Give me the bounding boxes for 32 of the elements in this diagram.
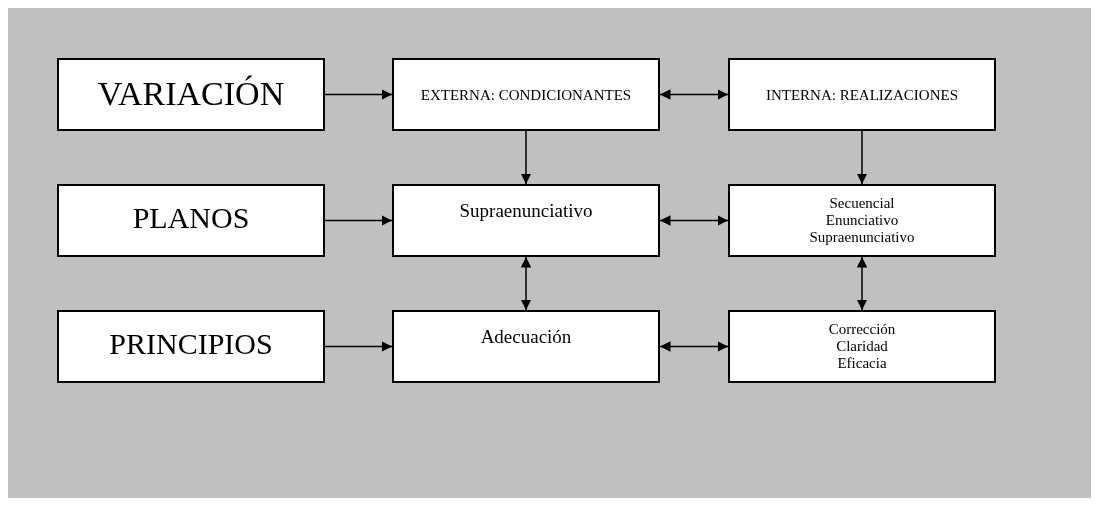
text-box	[57, 58, 325, 131]
box-label: Supraenunciativo	[459, 200, 593, 223]
arrow	[520, 130, 532, 185]
arrow	[520, 256, 532, 311]
box-label: PRINCIPIOS	[109, 326, 273, 362]
box-label: Secuencial	[829, 194, 895, 212]
text-box	[392, 184, 660, 257]
text-box	[57, 184, 325, 257]
box-label: Claridad	[836, 337, 888, 356]
box-label: PLANOS	[132, 200, 250, 236]
arrow	[324, 341, 393, 352]
arrow	[324, 89, 393, 100]
box-label: Eficacia	[837, 355, 887, 373]
box-label: Enunciativo	[825, 211, 899, 230]
arrow	[659, 341, 729, 352]
box-label: EXTERNA: CONDICIONANTES	[420, 85, 632, 105]
text-box	[728, 184, 996, 257]
text-box	[728, 58, 996, 131]
arrow	[659, 215, 729, 226]
text-box	[392, 310, 660, 383]
box-label: Supraenunciativo	[809, 229, 915, 247]
arrow	[324, 215, 393, 226]
arrow	[659, 89, 729, 100]
box-label: VARIACIÓN	[97, 74, 285, 115]
arrow	[856, 130, 868, 185]
text-box	[57, 310, 325, 383]
text-box	[728, 310, 996, 383]
text-box	[392, 58, 660, 131]
box-label: INTERNA: REALIZACIONES	[765, 85, 959, 105]
box-label: Corrección	[828, 320, 896, 338]
arrow	[856, 256, 868, 311]
box-label: Adecuación	[480, 326, 572, 349]
